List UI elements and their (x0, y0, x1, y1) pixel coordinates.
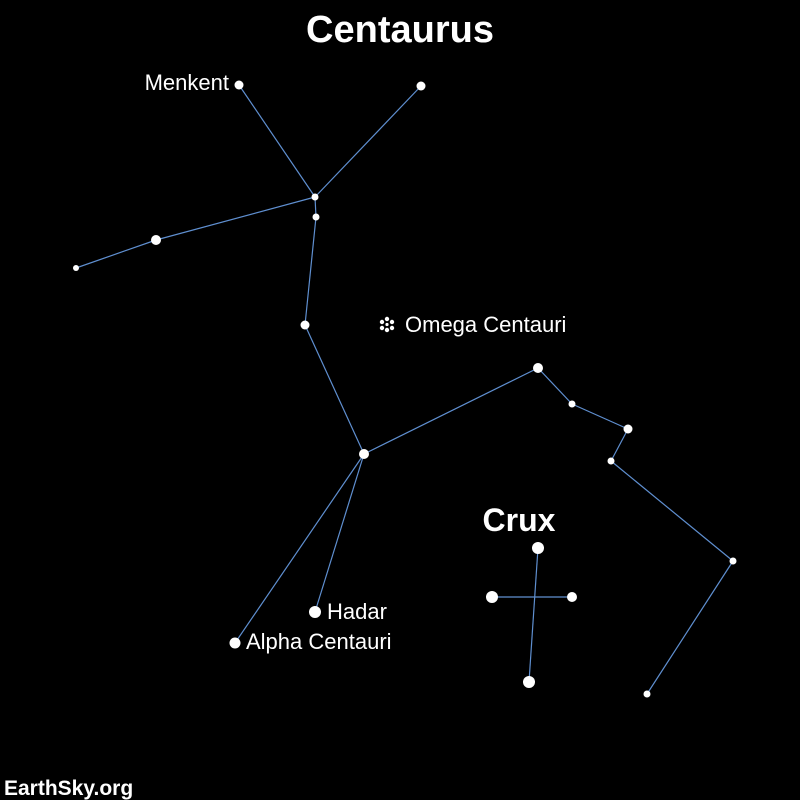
centaurus-lines (75, 84, 734, 695)
centaurus-title: Centaurus (306, 9, 494, 51)
menkent-label: Menkent (145, 70, 229, 95)
star (729, 557, 737, 565)
constellation-line (528, 547, 539, 683)
constellation-line (155, 196, 316, 241)
star (416, 81, 426, 91)
omega-centauri-label: Omega Centauri (405, 312, 566, 337)
star (568, 400, 576, 408)
globular-cluster-icon (379, 316, 395, 333)
constellation-line (363, 367, 539, 455)
star (523, 676, 535, 688)
star-alpha-centauri (229, 637, 241, 649)
constellation-line (571, 403, 629, 430)
constellation-line (646, 560, 734, 695)
constellation-line (304, 324, 365, 455)
star (623, 424, 633, 434)
constellation-line (314, 85, 422, 198)
star (486, 591, 498, 603)
constellation-line (238, 84, 316, 198)
constellation-line (610, 460, 734, 562)
constellation-line (234, 453, 365, 644)
constellation-line (537, 367, 573, 405)
star (607, 457, 615, 465)
star (300, 320, 310, 330)
star (311, 193, 319, 201)
crux-stars (486, 542, 577, 688)
constellation-line (75, 239, 157, 269)
star-menkent (234, 80, 244, 90)
crux-title: Crux (483, 502, 556, 538)
constellation-line (314, 453, 365, 613)
star (151, 235, 161, 245)
star (532, 542, 544, 554)
star (643, 690, 651, 698)
alpha-centauri-label: Alpha Centauri (246, 629, 392, 654)
earthsky-credit: EarthSky.org (4, 777, 133, 800)
hadar-label: Hadar (327, 599, 387, 624)
star (73, 265, 79, 271)
centaurus-stars (73, 80, 737, 698)
star (567, 592, 577, 602)
constellation-line (304, 216, 317, 326)
star (359, 449, 369, 459)
crux-lines (492, 547, 572, 683)
star (533, 363, 543, 373)
constellation-line (610, 428, 629, 462)
star (312, 213, 320, 221)
star-hadar (309, 606, 321, 618)
